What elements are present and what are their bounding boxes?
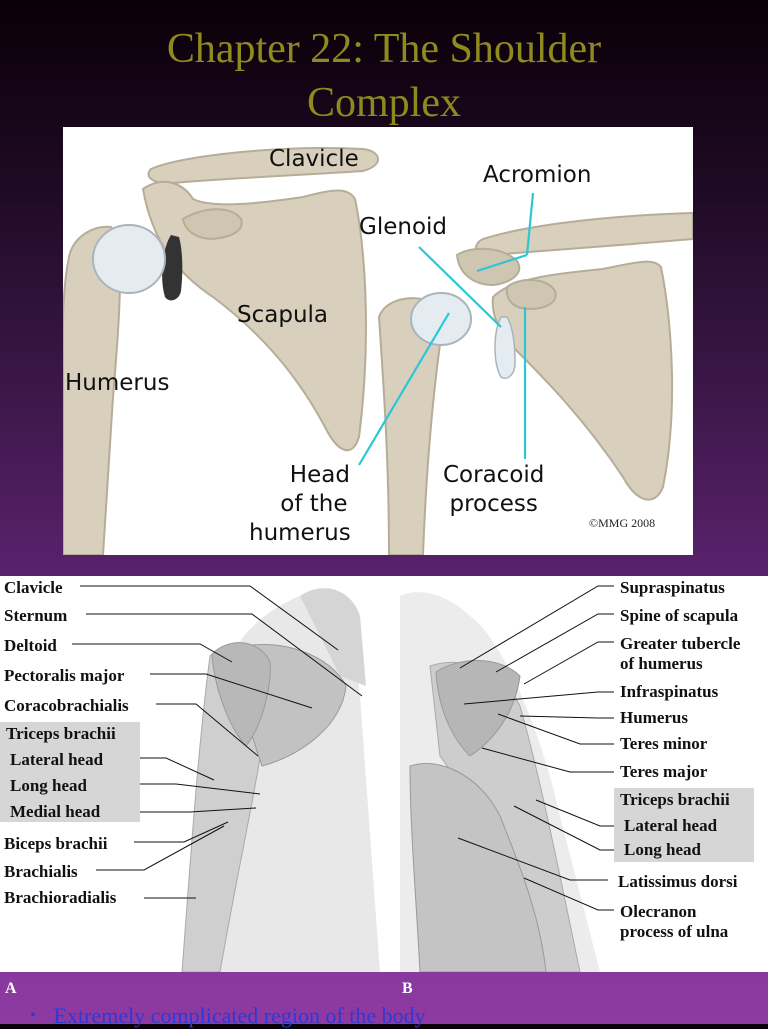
leader-long-head-r (513, 805, 620, 851)
deltoid-muscle-posterior (435, 660, 521, 757)
glenoid-fossa-right (494, 316, 516, 379)
leader-supraspinatus (459, 585, 614, 669)
triceps-box-left (0, 722, 140, 822)
label-head-line1: Head (289, 462, 350, 488)
leader-clavicle (80, 585, 339, 651)
label-biceps-brachii: Biceps brachii (4, 834, 108, 853)
label-long-head-left: Long head (10, 776, 87, 795)
shoulder-bones-drawing (63, 147, 693, 555)
latissimus-muscle (409, 762, 547, 972)
label-medial-head-left: Medial head (10, 802, 101, 821)
label-teres-minor: Teres minor (620, 734, 708, 753)
label-coracobrachialis: Coracobrachialis (4, 696, 129, 715)
label-scapula: Scapula (237, 302, 329, 328)
label-lateral-head-right: Lateral head (624, 816, 718, 835)
leader-humerus (519, 715, 614, 719)
humeral-head-right (410, 292, 472, 346)
slide-title: Chapter 22: The Shoulder Complex (0, 22, 768, 130)
leader-spine (495, 613, 614, 673)
label-head-line2: of the (280, 491, 348, 517)
label-spine-of-scapula: Spine of scapula (620, 606, 739, 625)
acromion-right (475, 211, 693, 257)
label-coracoid-line2: process (449, 491, 538, 517)
glenoid-pointer (418, 246, 502, 328)
glenoid-socket-left (162, 235, 183, 301)
leader-olecranon (523, 877, 614, 911)
shoulder-muscles-illustration: Clavicle Sternum Deltoid Pectoralis majo… (0, 576, 768, 972)
coracoid-knob-right (505, 279, 557, 311)
label-clavicle: Clavicle (269, 146, 359, 172)
label-triceps-brachii-left: Triceps brachii (6, 724, 116, 743)
label-olecranon: Olecranon process of ulna (620, 902, 728, 942)
neck-anterior (300, 588, 366, 686)
label-greater-tubercle: Greater tubercle of humerus (620, 634, 740, 674)
label-infraspinatus: Infraspinatus (620, 682, 719, 701)
leader-deltoid (72, 643, 233, 663)
slide-title-line2: Complex (307, 80, 461, 126)
label-latissimus-dorsi: Latissimus dorsi (618, 872, 738, 891)
label-brachioradialis: Brachioradialis (4, 888, 117, 907)
label-triceps-brachii-right: Triceps brachii (620, 790, 730, 809)
leader-sternum (86, 613, 363, 697)
leader-lateral-head-r (535, 799, 620, 827)
bullet-text: Extremely complicated region of the body (53, 1003, 426, 1028)
scapula-bone-right (491, 260, 674, 501)
label-clavicle-muscle: Clavicle (4, 578, 63, 597)
label-coracoid-process: Coracoid process (443, 461, 544, 519)
label-brachialis: Brachialis (4, 862, 78, 881)
acromion-pointer-b (476, 253, 528, 273)
label-head-of-humerus: Head of the humerus (249, 461, 351, 548)
coracoid-bone-left (181, 208, 243, 241)
leader-infraspinatus (463, 691, 614, 705)
leader-medial-head (124, 807, 257, 813)
label-glenoid: Glenoid (359, 214, 448, 240)
label-teres-major: Teres major (620, 762, 708, 781)
label-olecranon-line1: Olecranon (620, 902, 697, 921)
shoulder-bones-illustration: Clavicle Acromion Glenoid Scapula Humeru… (63, 127, 693, 555)
label-greater-tubercle-line2: of humerus (620, 654, 703, 673)
humeral-head-left (92, 224, 166, 294)
panel-label-a: A (5, 980, 17, 997)
copyright-text: ©MMG 2008 (589, 516, 656, 530)
label-supraspinatus: Supraspinatus (620, 578, 725, 597)
label-coracoid-line1: Coracoid (443, 462, 545, 488)
label-humerus: Humerus (65, 370, 170, 396)
label-lateral-head-left: Lateral head (10, 750, 104, 769)
label-greater-tubercle-line1: Greater tubercle (620, 634, 741, 653)
label-olecranon-line2: process of ulna (620, 922, 729, 941)
leader-biceps (134, 821, 229, 843)
label-sternum: Sternum (4, 606, 68, 625)
deltoid-muscle-anterior (211, 642, 271, 747)
label-deltoid: Deltoid (4, 636, 57, 655)
leader-teres-major (481, 747, 614, 773)
shoulder-muscles-drawing (72, 585, 620, 972)
leader-latissimus (457, 837, 608, 881)
label-pectoralis-major: Pectoralis major (4, 666, 125, 685)
leader-teres-minor (497, 713, 614, 745)
acromion-pointer (525, 192, 535, 256)
head-humerus-pointer (358, 312, 450, 466)
label-acromion: Acromion (483, 162, 592, 188)
label-humerus-muscle: Humerus (620, 708, 688, 727)
label-head-line3: humerus (249, 520, 351, 546)
bullet-dot-icon: • (30, 1007, 36, 1024)
leader-pectoralis (150, 673, 313, 709)
panel-label-b: B (402, 980, 413, 997)
label-long-head-right: Long head (624, 840, 701, 859)
bullet-item: • Extremely complicated region of the bod… (30, 1003, 426, 1029)
leader-coracobrachialis (156, 703, 259, 757)
leader-brachialis (96, 825, 225, 871)
humerus-bone-left (63, 225, 121, 555)
leader-greater-tubercle (523, 641, 614, 685)
slide-title-line1: Chapter 22: The Shoulder (166, 26, 602, 72)
triceps-box-right (614, 788, 754, 862)
scapula-bone-left (141, 180, 367, 452)
